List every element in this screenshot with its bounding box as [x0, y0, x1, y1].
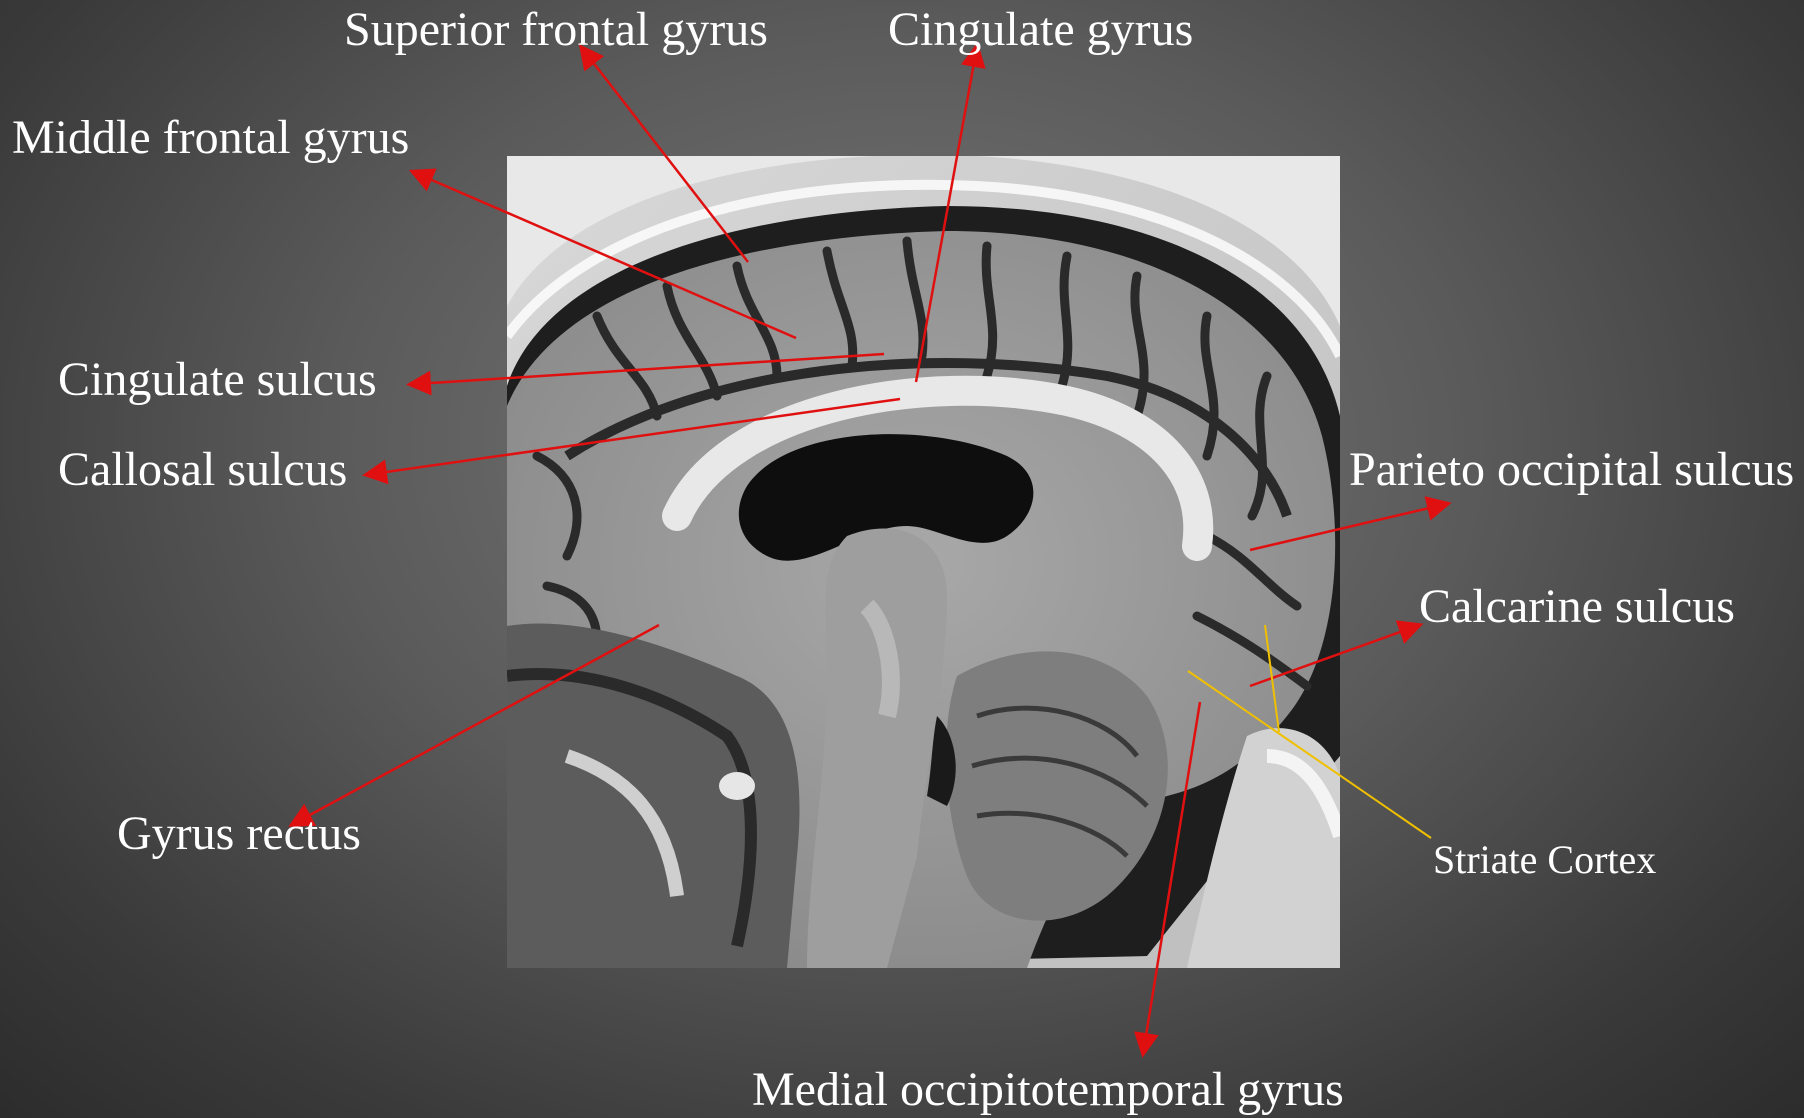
label-superior-frontal-gyrus: Superior frontal gyrus: [344, 6, 768, 54]
label-parieto-occipital-sulcus: Parieto occipital sulcus: [1349, 446, 1794, 494]
label-medial-occipitotemporal-gyrus: Medial occipitotemporal gyrus: [752, 1066, 1344, 1114]
label-gyrus-rectus: Gyrus rectus: [117, 810, 361, 858]
label-middle-frontal-gyrus: Middle frontal gyrus: [12, 114, 409, 162]
label-callosal-sulcus: Callosal sulcus: [58, 446, 347, 494]
brain-mri-drawing: [507, 156, 1340, 968]
label-cingulate-sulcus: Cingulate sulcus: [58, 356, 377, 404]
label-calcarine-sulcus: Calcarine sulcus: [1419, 583, 1735, 631]
label-striate-cortex: Striate Cortex: [1433, 840, 1656, 880]
label-cingulate-gyrus: Cingulate gyrus: [888, 6, 1193, 54]
mri-sagittal-image: [507, 156, 1340, 968]
